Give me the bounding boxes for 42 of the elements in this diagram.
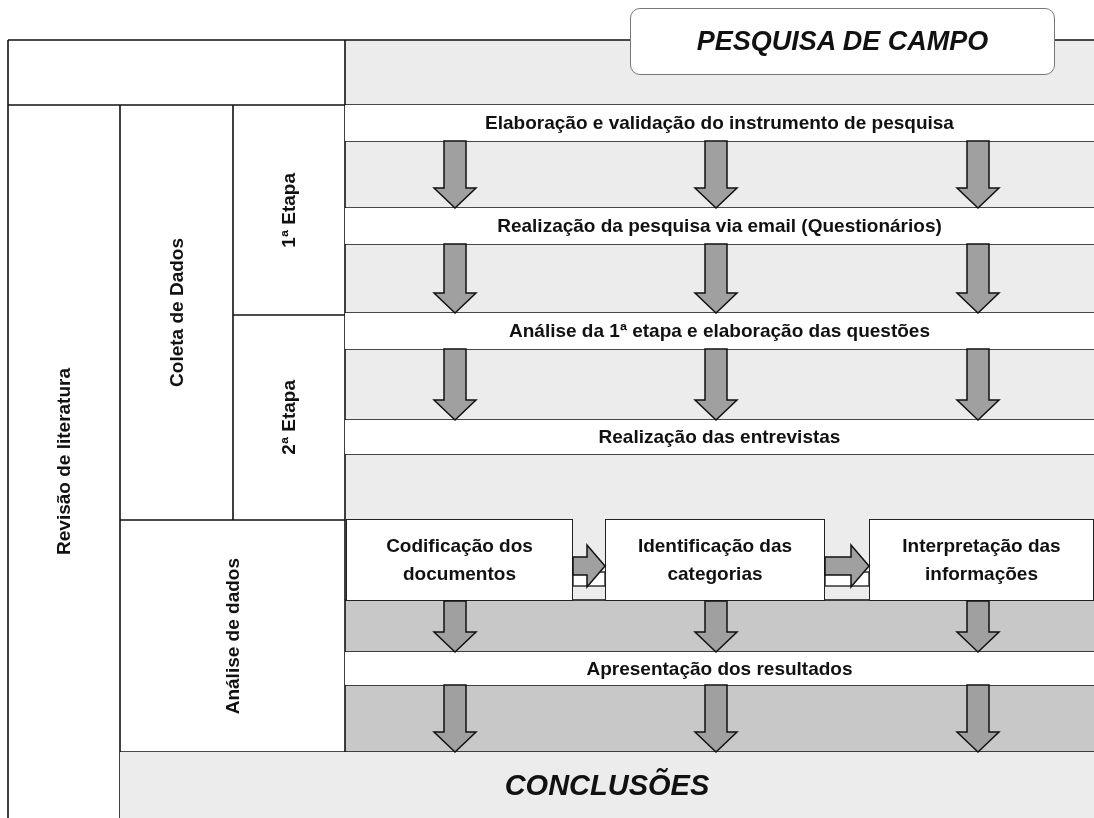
column-label: Análise de dados xyxy=(220,557,244,715)
node-label: CONCLUSÕES xyxy=(504,767,710,803)
block-arrow xyxy=(693,243,739,315)
column-label: 1ª Etapa xyxy=(277,172,301,248)
process-band xyxy=(345,652,1094,685)
process-box xyxy=(605,519,825,601)
node-label: Apresentação dos resultados xyxy=(586,656,853,681)
node-label: PESQUISA DE CAMPO xyxy=(696,24,989,58)
title-box xyxy=(630,8,1055,75)
block-arrow xyxy=(432,600,478,654)
node-label: Interpretação das informações xyxy=(901,534,1062,586)
column-label: Revisão de literatura xyxy=(52,368,76,555)
block-arrow xyxy=(572,542,606,590)
process-box xyxy=(346,519,573,601)
node-label: Identificação das categorias xyxy=(636,534,794,586)
block-arrow xyxy=(432,348,478,422)
block-arrow xyxy=(432,243,478,315)
node-label: Elaboração e validação do instrumento de pesquisa xyxy=(485,111,954,135)
node-label: Codificação dos documentos xyxy=(385,534,534,586)
block-arrow xyxy=(432,140,478,210)
conclusion-band xyxy=(120,752,1094,818)
process-box xyxy=(869,519,1094,601)
block-arrow xyxy=(824,542,870,590)
block-arrow xyxy=(693,348,739,422)
block-arrow xyxy=(693,684,739,754)
block-arrow xyxy=(955,140,1001,210)
node-label: Realização da pesquisa via email (Questionários) xyxy=(497,214,942,238)
node-label: Análise da 1ª etapa e elaboração das questões xyxy=(509,319,930,343)
block-arrow xyxy=(955,600,1001,654)
process-band xyxy=(345,208,1094,244)
block-arrow xyxy=(693,140,739,210)
column-label: 2ª Etapa xyxy=(277,380,301,455)
block-arrow xyxy=(693,600,739,654)
node-label: Realização das entrevistas xyxy=(598,425,841,449)
process-band xyxy=(345,313,1094,349)
process-band xyxy=(345,420,1094,454)
block-arrow xyxy=(432,684,478,754)
block-arrow xyxy=(955,243,1001,315)
column-label: Coleta de Dados xyxy=(164,238,188,387)
process-band xyxy=(345,105,1094,141)
block-arrow xyxy=(955,684,1001,754)
block-arrow xyxy=(955,348,1001,422)
